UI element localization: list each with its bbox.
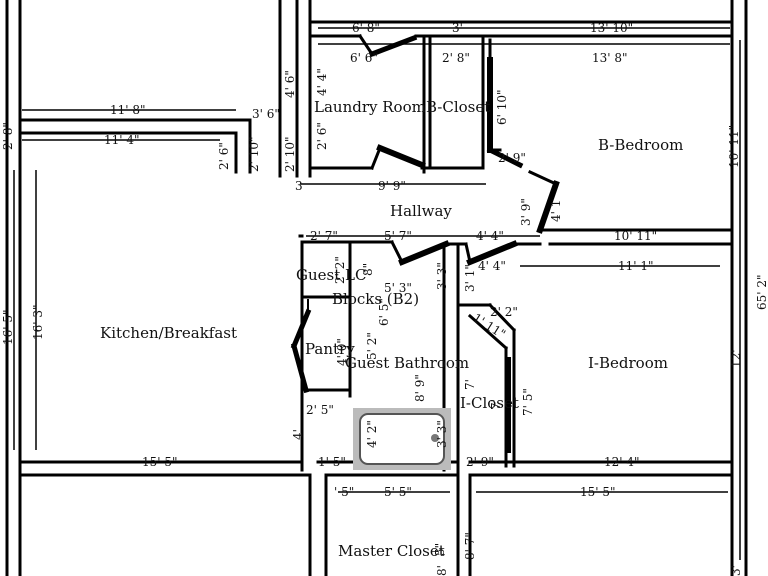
dim-label: 10' 11" bbox=[614, 229, 657, 243]
dim-label: 2' 10" bbox=[283, 136, 297, 172]
dim-label: 10' 11" bbox=[727, 125, 741, 168]
dim-label: 3' 1" bbox=[463, 264, 477, 292]
room-guest-lc-label: Guest LC bbox=[296, 266, 366, 284]
room-pantry-label: Pantry bbox=[305, 340, 355, 358]
dim-label: 2' 2" bbox=[333, 256, 347, 284]
walls bbox=[5, 0, 748, 576]
dim-label: 4' 0" bbox=[335, 338, 349, 366]
dim-label: 5' 5" bbox=[384, 485, 412, 499]
dim-label: 3' bbox=[452, 21, 463, 35]
dim-label: 2' 2" bbox=[490, 305, 518, 319]
dim-label: 2' 9" bbox=[466, 455, 494, 469]
horizontal-dimensions: 6' 8" 3' 13' 10" 6' 6" 2' 8" 13' 8" 11' … bbox=[104, 21, 657, 499]
dim-label: 4' 4" bbox=[315, 68, 329, 96]
room-i-closet-label: I-Closet bbox=[460, 394, 519, 412]
dim-label: 3' 3" bbox=[435, 262, 449, 290]
dim-label: 8" bbox=[361, 263, 375, 276]
dim-label: 2' 8" bbox=[442, 51, 470, 65]
dim-label: 2' 6" bbox=[315, 122, 329, 150]
dimension-lines bbox=[13, 27, 741, 560]
dim-label: 7' 5" bbox=[521, 388, 535, 416]
dim-label: 8' 9" bbox=[413, 374, 427, 402]
dim-label: 11' 1" bbox=[618, 259, 654, 273]
dim-label: 1' 5" bbox=[318, 455, 346, 469]
dim-label: 2' 5" bbox=[306, 403, 334, 417]
dim-label: ' 5" bbox=[334, 485, 354, 499]
dim-label: 4' 2" bbox=[365, 420, 379, 448]
dim-label: 6' 5" bbox=[377, 298, 391, 326]
dim-label: 4' 4" bbox=[476, 229, 504, 243]
dim-label: 4' bbox=[291, 429, 305, 440]
dim-label: 4' 6" bbox=[283, 70, 297, 98]
dim-label: 5' 7" bbox=[384, 229, 412, 243]
dim-label: 2' 8" bbox=[1, 122, 15, 150]
dim-label: 8' bbox=[435, 565, 449, 576]
dim-label: 13' 8" bbox=[592, 51, 628, 65]
dim-label: 5' 3" bbox=[384, 281, 412, 295]
dim-label: 16' 3" bbox=[31, 304, 45, 340]
dim-label: 4' 1 bbox=[549, 200, 563, 222]
dim-label: 12' 4" bbox=[604, 455, 640, 469]
room-b-closet-label: B-Closet bbox=[426, 98, 490, 116]
dim-label: 7' bbox=[463, 379, 477, 390]
dim-label: 65' 2" bbox=[755, 274, 768, 310]
room-master-closet-label: Master Closet bbox=[338, 542, 445, 560]
dim-label: 5' 2" bbox=[365, 332, 379, 360]
dim-label: 2' 10" bbox=[247, 136, 261, 172]
room-guest-bath-label: Guest Bathroom bbox=[345, 354, 469, 372]
dim-label: 6' 6" bbox=[350, 51, 378, 65]
room-hallway-label: Hallway bbox=[390, 202, 452, 220]
dim-label: 16' 5" bbox=[1, 309, 15, 345]
dim-label: 12' bbox=[729, 349, 743, 368]
room-kitchen-label: Kitchen/Breakfast bbox=[100, 324, 237, 342]
room-i-bedroom-label: I-Bedroom bbox=[588, 354, 668, 372]
dim-label: 3' 9" bbox=[519, 198, 533, 226]
dim-label: 2' 9" bbox=[498, 151, 526, 165]
dim-label: 6' 10" bbox=[495, 89, 509, 125]
dim-label: 3' 6" bbox=[252, 107, 280, 121]
dim-label: 2' 7" bbox=[310, 229, 338, 243]
dim-label: 4' 4" bbox=[478, 259, 506, 273]
dim-label: 3 bbox=[295, 179, 303, 193]
dim-label: 5" bbox=[433, 543, 447, 556]
dim-label: 9' 9" bbox=[378, 179, 406, 193]
dim-label: 13' 10" bbox=[590, 21, 633, 35]
dim-label: 11' 8" bbox=[110, 103, 146, 117]
dim-label: 15' 5" bbox=[142, 455, 178, 469]
room-labels: Laundry Room B-Closet B-Bedroom Hallway … bbox=[100, 98, 683, 560]
dim-label: 11' 4" bbox=[104, 133, 140, 147]
dim-label: 2' 6" bbox=[217, 142, 231, 170]
room-blocks-label: Blocks (B2) bbox=[332, 290, 419, 308]
dim-label: 6' 8" bbox=[352, 21, 380, 35]
dim-label: 8' 7" bbox=[463, 532, 477, 560]
dim-label: 7' bbox=[489, 399, 503, 410]
dim-label: 3' 3" bbox=[435, 420, 449, 448]
dim-label: 15' 5" bbox=[580, 485, 616, 499]
room-laundry-label: Laundry Room bbox=[314, 98, 426, 116]
room-b-bedroom-label: B-Bedroom bbox=[598, 136, 683, 154]
bathtub bbox=[353, 408, 451, 470]
dim-label: 3' bbox=[729, 565, 743, 576]
